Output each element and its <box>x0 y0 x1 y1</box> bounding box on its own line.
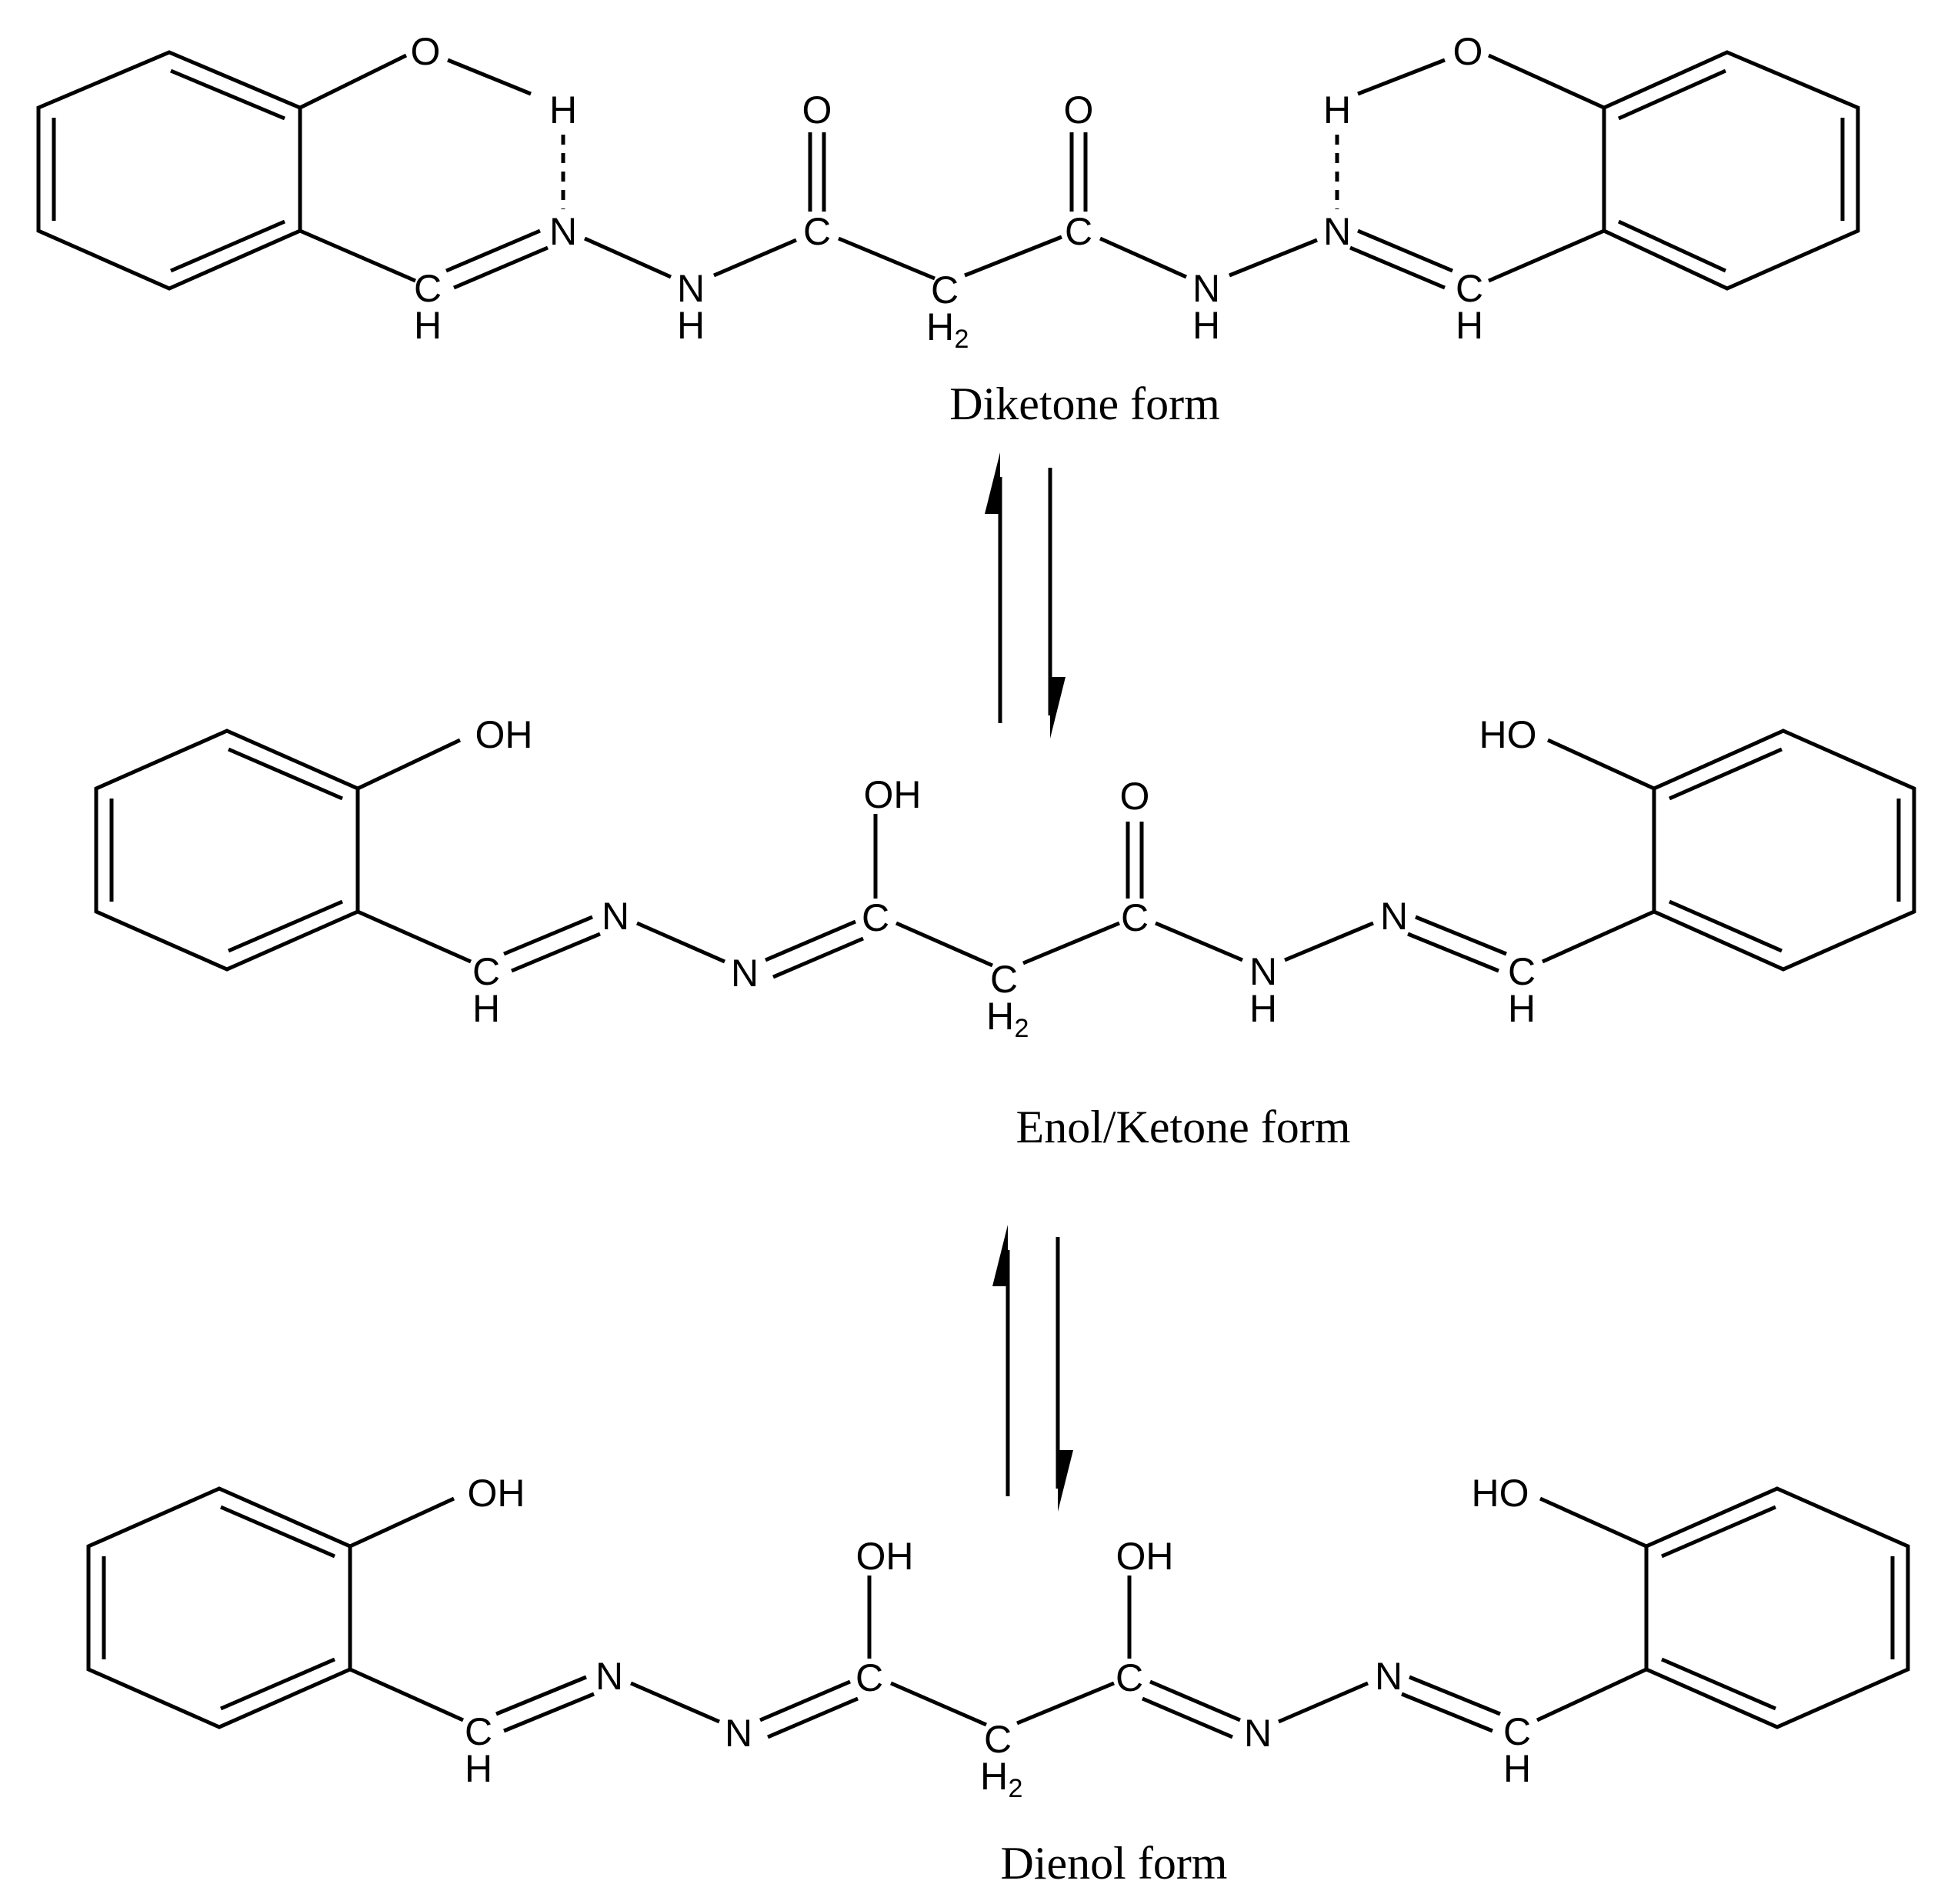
methine-hydrogen-label: H <box>465 1747 492 1790</box>
azine-nitrogen-label: N <box>731 952 759 995</box>
imine-nitrogen-label: N <box>1375 1655 1402 1698</box>
methylene-subscript: 2 <box>1009 1774 1023 1803</box>
enol-carbon-label: C <box>855 1656 883 1699</box>
azine-nitrogen-label: N <box>725 1712 752 1755</box>
enol-carbon-label: C <box>862 896 889 939</box>
amide-nitrogen-label: N <box>1192 267 1220 310</box>
carbonyl-carbon-label: C <box>1065 210 1092 253</box>
carbonyl-oxygen-label: O <box>1120 775 1150 818</box>
oxygen-label: O <box>411 30 441 73</box>
methine-hydrogen-label: H <box>414 304 442 347</box>
methylene-subscript: 2 <box>955 325 969 354</box>
methylene-carbon-label: C <box>990 958 1018 1001</box>
methine-hydrogen-label: H <box>1508 987 1536 1030</box>
hydroxyl-label: OH <box>856 1535 914 1578</box>
carbonyl-oxygen-label: O <box>1064 88 1094 132</box>
methine-carbon-label: C <box>414 267 442 310</box>
hydroxyl-label: OH <box>468 1472 525 1515</box>
methylene-hydrogen-label: H <box>986 995 1014 1038</box>
methylene-subscript: 2 <box>1015 1014 1029 1043</box>
methine-hydrogen-label: H <box>1456 304 1483 347</box>
diketone-caption: Diketone form <box>949 378 1220 429</box>
carbonyl-carbon-label: C <box>1121 896 1149 939</box>
left-benzene-ring <box>86 1486 352 1729</box>
hydroxyl-label: OH <box>864 773 922 816</box>
hydroxyl-label: HO <box>1479 713 1537 756</box>
methylene-hydrogen-label: H <box>980 1755 1008 1798</box>
enol-ketone-caption: Enol/Ketone form <box>1016 1102 1351 1152</box>
amide-nitrogen-label: N <box>677 267 705 310</box>
carbonyl-carbon-label: C <box>803 210 831 253</box>
methine-carbon-label: C <box>1456 267 1483 310</box>
azine-nitrogen-label: N <box>1244 1712 1272 1755</box>
enol-carbon-label: C <box>1116 1656 1143 1699</box>
imine-nitrogen-label: N <box>549 210 577 253</box>
methine-hydrogen-label: H <box>1503 1747 1531 1790</box>
hydroxyl-label: HO <box>1472 1472 1529 1515</box>
amide-hydrogen-label: H <box>677 304 705 347</box>
hydroxyl-label: OH <box>1116 1535 1174 1578</box>
carbonyl-oxygen-label: O <box>802 88 832 132</box>
methine-carbon-label: C <box>1508 950 1536 993</box>
left-benzene-ring <box>94 729 360 972</box>
imine-nitrogen-label: N <box>1380 895 1408 938</box>
diketone-structure: O H C H N N H C O C H 2 C O N H <box>36 30 1860 354</box>
imine-nitrogen-label: N <box>595 1655 623 1698</box>
equilibrium-arrows <box>985 452 1066 739</box>
amide-hydrogen-label: H <box>1249 987 1277 1030</box>
oxygen-label: O <box>1453 30 1483 73</box>
methine-hydrogen-label: H <box>472 987 500 1030</box>
hydrogen-label: H <box>549 88 577 132</box>
dienol-caption: Dienol form <box>1001 1838 1228 1889</box>
methine-carbon-label: C <box>472 950 500 993</box>
right-benzene-ring <box>1602 50 1860 291</box>
amide-nitrogen-label: N <box>1249 950 1277 993</box>
hydroxyl-label: OH <box>475 713 533 756</box>
left-benzene-ring <box>36 50 302 291</box>
dienol-structure: OH C H N N C OH C H 2 C OH N N C H <box>86 1472 1910 1803</box>
right-benzene-ring <box>1644 1486 1910 1729</box>
enol-ketone-structure: OH C H N N C OH C H 2 C O N H N C H <box>94 713 1916 1043</box>
hydrogen-label: H <box>1323 88 1351 132</box>
imine-nitrogen-label: N <box>1323 210 1351 253</box>
imine-nitrogen-label: N <box>602 895 629 938</box>
amide-hydrogen-label: H <box>1192 304 1220 347</box>
right-benzene-ring <box>1652 729 1916 972</box>
equilibrium-arrows <box>992 1225 1073 1512</box>
methylene-hydrogen-label: H <box>926 305 954 348</box>
methine-carbon-label: C <box>1503 1710 1531 1753</box>
methylene-carbon-label: C <box>984 1718 1012 1761</box>
methylene-carbon-label: C <box>931 268 959 312</box>
methine-carbon-label: C <box>465 1710 492 1753</box>
